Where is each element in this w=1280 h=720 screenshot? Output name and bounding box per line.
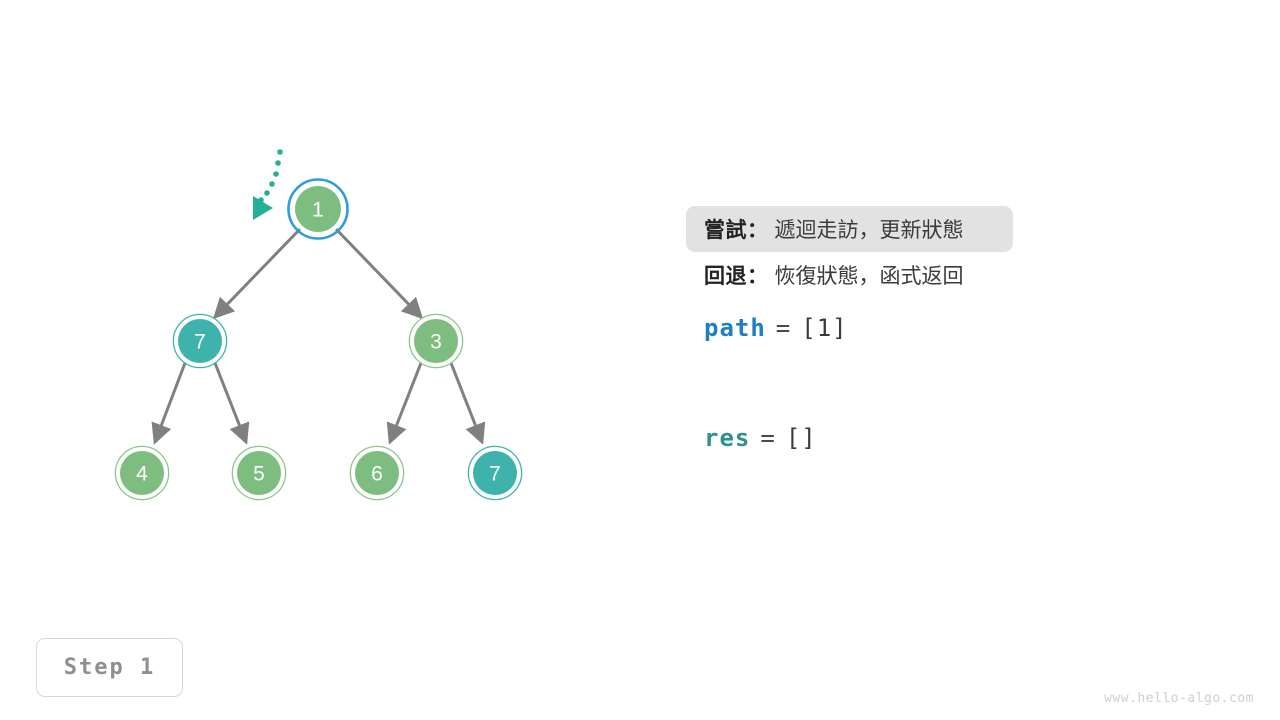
watermark-text: www.hello-algo.com <box>1104 691 1254 706</box>
path-variable-row: path = [1] <box>686 314 1246 342</box>
tree-node-1[interactable]: 1 <box>287 178 349 240</box>
hint-text-try: 遞迴走訪，更新狀態 <box>774 219 964 242</box>
hint-row-try: 嘗試： 遞迴走訪，更新狀態 <box>686 206 1013 252</box>
step-badge-label: Step 1 <box>63 655 156 680</box>
node-outline-ring <box>231 445 287 501</box>
tree-nodes: 1 7 3 4 <box>114 178 523 501</box>
path-equals-sign: = <box>775 314 792 342</box>
path-variable-name: path <box>704 314 766 342</box>
node-outline-ring <box>114 445 170 501</box>
node-outline-ring <box>467 445 523 501</box>
node-label: 6 <box>371 463 383 486</box>
pointer-dot <box>264 190 270 196</box>
tree-node-7-right[interactable]: 7 <box>467 445 523 501</box>
node-label: 3 <box>430 331 442 354</box>
node-outline-ring <box>349 445 405 501</box>
node-ring-gap <box>469 447 521 499</box>
node-ring-gap <box>410 315 462 367</box>
node-label: 5 <box>253 463 265 486</box>
tree-node-4[interactable]: 4 <box>114 445 170 501</box>
node-ring-gap <box>116 447 168 499</box>
res-equals-sign: = <box>760 424 776 452</box>
res-variable-name: res <box>704 424 751 452</box>
node-label: 7 <box>194 331 206 354</box>
node-circle <box>178 319 222 363</box>
pointer-dot <box>269 181 275 187</box>
tree-edge <box>212 227 302 320</box>
node-outline-ring <box>172 313 228 369</box>
pointer-arrowhead <box>253 196 273 220</box>
step-badge: Step 1 <box>36 638 183 697</box>
node-highlight-ring <box>287 178 349 240</box>
node-outline-ring <box>408 313 464 369</box>
tree-node-3[interactable]: 3 <box>408 313 464 369</box>
hint-label-backtrack: 回退： <box>704 265 769 288</box>
node-circle <box>414 319 458 363</box>
tree-edge <box>213 362 250 445</box>
node-label: 1 <box>312 199 324 222</box>
pointer-dot <box>275 160 281 166</box>
pointer-dot <box>277 149 283 155</box>
tree-node-7-left[interactable]: 7 <box>172 313 228 369</box>
node-ring-gap <box>233 447 285 499</box>
node-label: 4 <box>136 463 148 486</box>
tree-node-6[interactable]: 6 <box>349 445 405 501</box>
tree-edges <box>151 227 486 445</box>
hint-row-backtrack: 回退： 恢復狀態，函式返回 <box>686 252 1013 298</box>
node-circle <box>355 451 399 495</box>
node-ring-gap <box>351 447 403 499</box>
node-circle <box>120 451 164 495</box>
state-panel: 嘗試： 遞迴走訪，更新狀態 回退： 恢復狀態，函式返回 path = [1] r… <box>686 206 1246 452</box>
res-variable-value: [] <box>785 424 817 452</box>
hint-text-backtrack: 恢復狀態，函式返回 <box>774 265 964 288</box>
watermark: www.hello-algo.com <box>1104 691 1254 706</box>
path-variable-value: [1] <box>801 314 848 342</box>
node-outline-ring <box>291 182 345 236</box>
tree-edge <box>386 362 423 445</box>
node-circle <box>473 451 517 495</box>
hint-label-try: 嘗試： <box>704 219 769 242</box>
node-ring-gap <box>174 315 226 367</box>
recursion-entry-pointer <box>253 149 283 220</box>
node-circle <box>295 186 341 232</box>
node-label: 7 <box>489 463 501 486</box>
tree-node-5[interactable]: 5 <box>231 445 287 501</box>
pointer-dot <box>273 171 279 177</box>
tree-edge <box>151 362 187 445</box>
tree-edge <box>449 362 486 445</box>
res-variable-row: res = [] <box>686 424 1246 452</box>
node-circle <box>237 451 281 495</box>
tree-edge <box>334 227 424 320</box>
binary-tree-diagram: 1 7 3 4 <box>114 149 523 501</box>
